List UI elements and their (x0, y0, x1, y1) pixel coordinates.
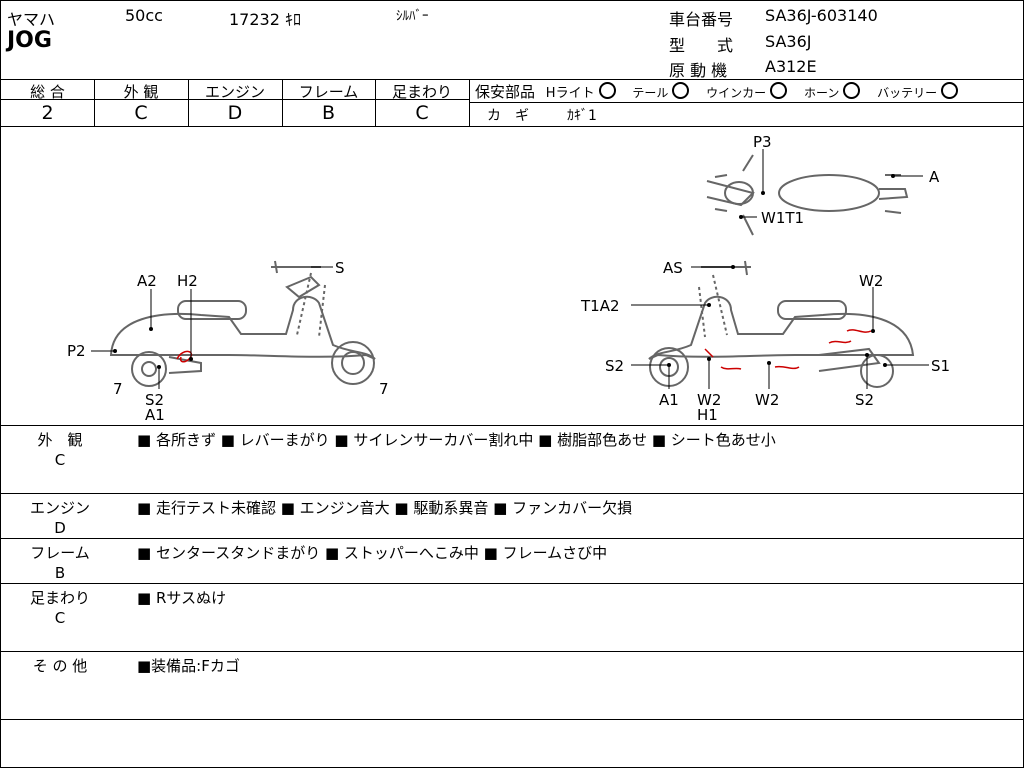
tail-label: テール (632, 86, 669, 100)
overall-grade: 2 (41, 102, 54, 124)
label-a2: A2 (137, 272, 157, 290)
winker-ok-icon (770, 82, 788, 99)
section-other-text: ■装備品:Fカゴ (137, 657, 240, 675)
grid-line (1, 719, 1023, 720)
section-suspension-grade: C (54, 609, 66, 627)
safety-label: 保安部品 (475, 83, 536, 101)
exterior-label: 外 観 (123, 83, 159, 101)
suspension-grade-label: 足まわり (391, 83, 452, 101)
grid-line (94, 79, 95, 126)
label-w2-b: W2 (755, 391, 779, 409)
safety-parts-row: 保安部品 Hライト テール ウインカー ホーン バッテリー (475, 81, 959, 102)
label-h2: H2 (177, 272, 198, 290)
engine-grade-label: エンジン (204, 83, 265, 101)
headlight-ok-icon (598, 82, 616, 99)
label-a1: A1 (145, 406, 165, 424)
grid-line (1, 583, 1023, 584)
section-exterior-text: ■ 各所きず ■ レバーまがり ■ サイレンサーカバー割れ中 ■ 樹脂部色あせ … (137, 431, 776, 449)
engine-label: 原 動 機 (669, 61, 728, 80)
label-h1: H1 (697, 406, 718, 424)
section-exterior-label: 外 観 (37, 431, 83, 449)
frame-no-label: 車台番号 (669, 10, 734, 29)
grid-line (469, 79, 470, 126)
overall-label: 総 合 (30, 83, 65, 101)
label-s: S (335, 259, 345, 277)
grid-line (375, 79, 376, 126)
label-a: A (929, 168, 940, 186)
model-name: JOG (7, 28, 52, 53)
key-label: カ ギ (487, 108, 529, 124)
frame-grade-label: フレーム (298, 83, 359, 101)
section-suspension-label: 足まわり (29, 589, 90, 607)
label-s2-right: S2 (855, 391, 874, 409)
horn-label: ホーン (803, 86, 840, 100)
frame-no: SA36J-603140 (765, 6, 878, 25)
maker: ヤマハ (7, 10, 56, 29)
label-as: AS (663, 259, 683, 277)
section-suspension-text: ■ Rサスぬけ (137, 589, 227, 607)
color: ｼﾙﾊﾞｰ (396, 9, 429, 24)
grid-line (1, 126, 1023, 127)
grid-line (1, 79, 1023, 80)
section-frame-text: ■ センタースタンドまがり ■ ストッパーへこみ中 ■ フレームさび中 (137, 544, 608, 562)
grid-line (1, 538, 1023, 539)
section-engine-text: ■ 走行テスト未確認 ■ エンジン音大 ■ 駆動系異音 ■ ファンカバー欠損 (137, 499, 633, 517)
section-frame-grade: B (54, 564, 66, 582)
battery-ok-icon (941, 82, 959, 99)
label-t1a2: T1A2 (580, 297, 620, 315)
grid-line (1, 651, 1023, 652)
label-s1: S1 (931, 357, 950, 375)
label-p2: P2 (67, 342, 86, 360)
label-seven-right: 7 (379, 380, 389, 398)
frame-grade: B (321, 102, 336, 124)
grid-line (188, 79, 189, 126)
displacement: 50cc (125, 6, 163, 25)
grid-line (1, 425, 1023, 426)
tail-ok-icon (672, 82, 690, 99)
scooter-top-view-icon (706, 154, 909, 236)
mileage: 17232 ｷﾛ (229, 10, 301, 29)
type-label: 型 式 (669, 36, 734, 55)
leader-lines (91, 149, 929, 389)
key-value: ｶｷﾞ1 (567, 108, 597, 124)
damage-diagram: A2 H2 S P2 7 7 S2 A1 P3 A W1T1 AS W2 T1A… (67, 133, 950, 424)
type-value: SA36J (765, 32, 812, 51)
leader-dots (113, 174, 895, 369)
exterior-grade: C (134, 102, 148, 124)
grid-line (1, 493, 1023, 494)
label-w2-top: W2 (859, 272, 883, 290)
grid-line (282, 79, 283, 126)
label-s2-left: S2 (605, 357, 624, 375)
damage-marks (176, 329, 872, 370)
section-engine-grade: D (54, 519, 66, 537)
label-a1-right: A1 (659, 391, 679, 409)
label-s2: S2 (145, 391, 164, 409)
horn-ok-icon (843, 82, 861, 99)
label-seven-left: 7 (113, 380, 123, 398)
engine-value: A312E (765, 57, 817, 76)
label-w2-a: W2 (697, 391, 721, 409)
grid-line (469, 102, 1023, 103)
label-p3: P3 (753, 133, 772, 151)
engine-grade: D (227, 102, 243, 124)
winker-label: ウインカー (706, 86, 767, 100)
section-engine-label: エンジン (29, 499, 90, 517)
headlight-label: Hライト (545, 86, 595, 101)
section-frame-label: フレーム (30, 544, 90, 562)
section-other-label: そ の 他 (32, 657, 88, 675)
label-w1t1: W1T1 (761, 209, 804, 227)
section-exterior-grade: C (54, 451, 66, 469)
suspension-grade: C (415, 102, 429, 124)
grid-line (94, 99, 469, 100)
grid-line (1, 99, 94, 100)
battery-label: バッテリー (877, 86, 938, 100)
